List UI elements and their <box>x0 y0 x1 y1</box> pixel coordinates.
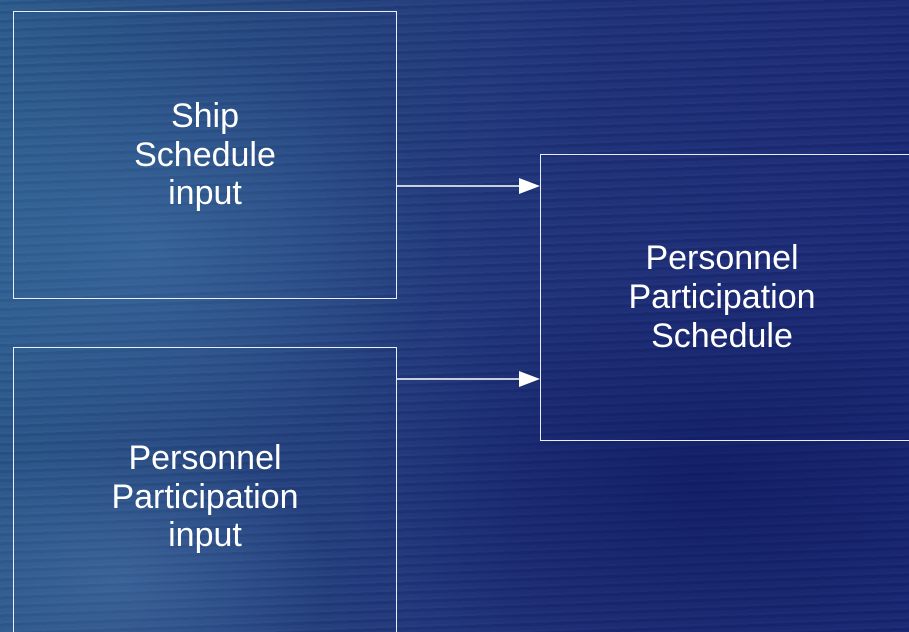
personnel-participation-schedule-box: Personnel Participation Schedule <box>540 154 909 441</box>
personnel-participation-input-box: Personnel Participation input <box>13 347 397 632</box>
personnel-participation-input-label: Personnel Participation input <box>111 438 299 555</box>
ship-schedule-input-box: Ship Schedule input <box>13 11 397 299</box>
arrow-personnel-to-schedule <box>397 371 540 387</box>
personnel-participation-schedule-label: Personnel Participation Schedule <box>628 239 816 355</box>
ship-schedule-input-label: Ship Schedule input <box>134 96 276 213</box>
arrow-ship-to-schedule <box>397 178 540 194</box>
